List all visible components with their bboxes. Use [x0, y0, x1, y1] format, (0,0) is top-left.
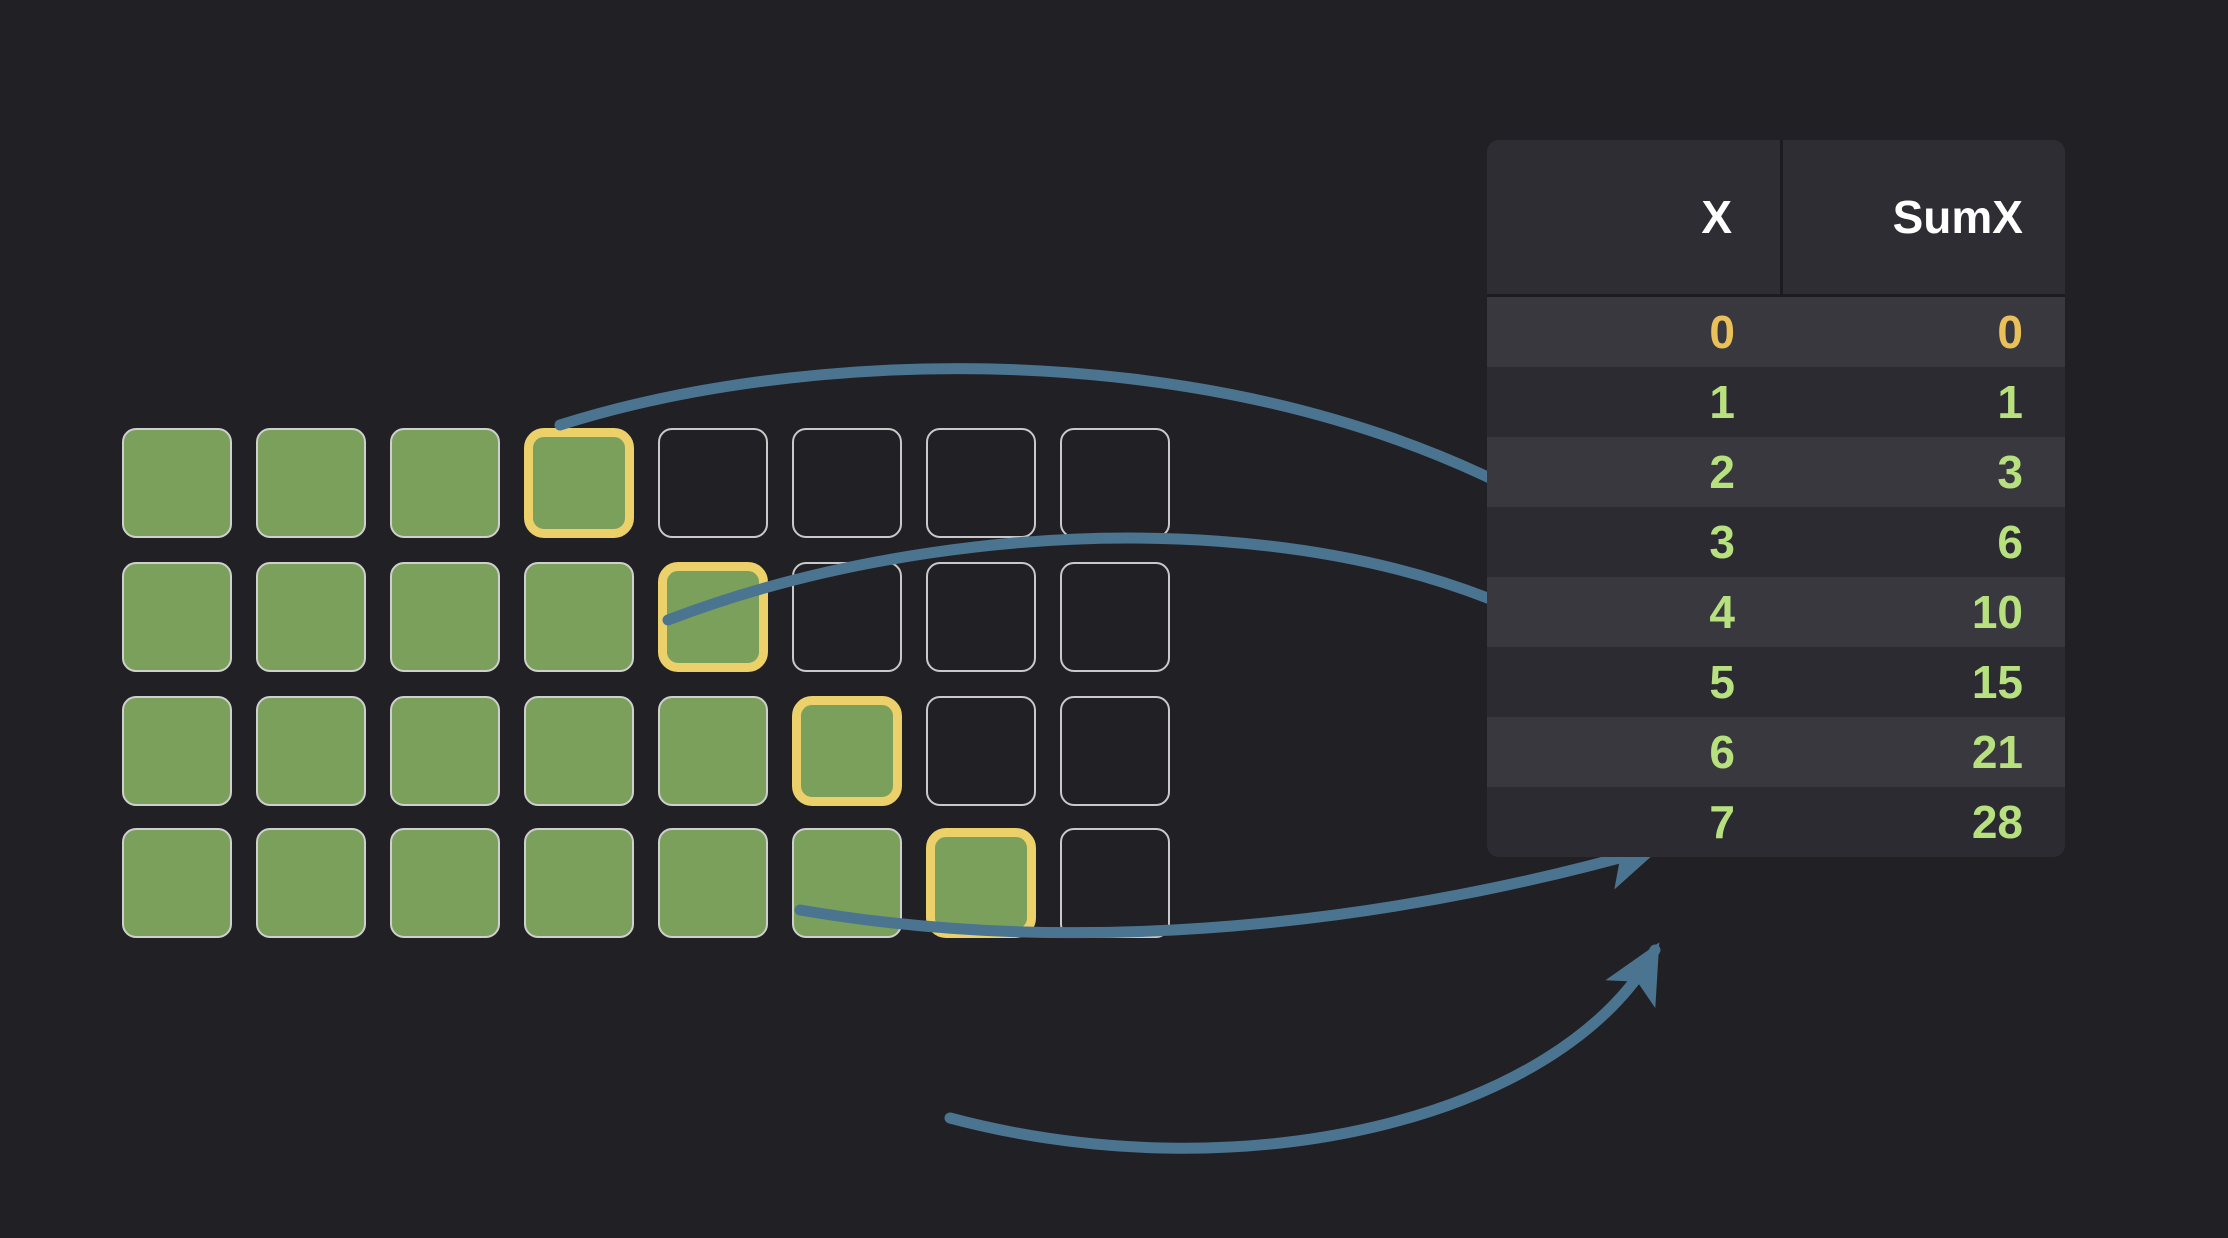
grid-cell-empty: [792, 428, 902, 538]
grid-cell-filled: [256, 428, 366, 538]
grid-cell-filled: [256, 828, 366, 938]
cell-sumx: 0: [1997, 306, 2023, 358]
grid-cell-empty: [1060, 562, 1170, 672]
cell-sumx: 10: [1971, 586, 2023, 638]
square-grid: [122, 428, 1182, 984]
grid-cell-filled: [122, 828, 232, 938]
grid-cell-filled: [524, 562, 634, 672]
grid-cell-filled: [122, 562, 232, 672]
cell-x: 7: [1709, 796, 1735, 848]
grid-cell-filled: [658, 696, 768, 806]
grid-cell-filled: [122, 696, 232, 806]
cell-x: 6: [1709, 726, 1735, 778]
grid-cell-filled: [792, 828, 902, 938]
cell-sumx: 6: [1997, 516, 2023, 568]
grid-row-1: [122, 428, 1170, 538]
cell-sumx: 15: [1971, 656, 2023, 708]
cell-x: 1: [1709, 376, 1735, 428]
grid-cell-empty: [1060, 428, 1170, 538]
grid-cell-empty: [792, 562, 902, 672]
grid-cell-empty: [926, 696, 1036, 806]
grid-cell-filled: [390, 562, 500, 672]
grid-cell-filled: [256, 562, 366, 672]
grid-cell-filled: [390, 828, 500, 938]
cell-sumx: 21: [1971, 726, 2023, 778]
column-header-x: X: [1487, 140, 1783, 294]
column-header-sumx: SumX: [1892, 191, 2023, 243]
grid-cell-filled: [256, 696, 366, 806]
cell-x: 2: [1709, 446, 1735, 498]
cell-sumx: 1: [1997, 376, 2023, 428]
table-header-row: X SumX: [1487, 140, 2065, 294]
grid-cell-empty: [658, 428, 768, 538]
grid-cell-filled: [524, 828, 634, 938]
cell-x: 3: [1709, 516, 1735, 568]
grid-cell-highlighted: [658, 562, 768, 672]
cell-sumx: 28: [1971, 796, 2023, 848]
grid-cell-filled: [524, 696, 634, 806]
grid-cell-filled: [658, 828, 768, 938]
cell-x: 4: [1709, 586, 1735, 638]
cell-x: 0: [1709, 306, 1735, 358]
grid-cell-filled: [390, 696, 500, 806]
grid-cell-filled: [122, 428, 232, 538]
grid-cell-filled: [390, 428, 500, 538]
grid-cell-empty: [1060, 828, 1170, 938]
table-row: 4 10: [1487, 577, 2065, 647]
grid-row-4: [122, 828, 1170, 938]
grid-cell-empty: [1060, 696, 1170, 806]
cell-sumx: 3: [1997, 446, 2023, 498]
grid-cell-highlighted: [926, 828, 1036, 938]
grid-cell-empty: [926, 562, 1036, 672]
grid-cell-empty: [926, 428, 1036, 538]
table-row: 6 21: [1487, 717, 2065, 787]
cell-x: 5: [1709, 656, 1735, 708]
table-row: 7 28: [1487, 787, 2065, 857]
grid-cell-highlighted: [792, 696, 902, 806]
table-row: 5 15: [1487, 647, 2065, 717]
grid-row-2: [122, 562, 1170, 672]
grid-row-3: [122, 696, 1170, 806]
grid-cell-highlighted: [524, 428, 634, 538]
